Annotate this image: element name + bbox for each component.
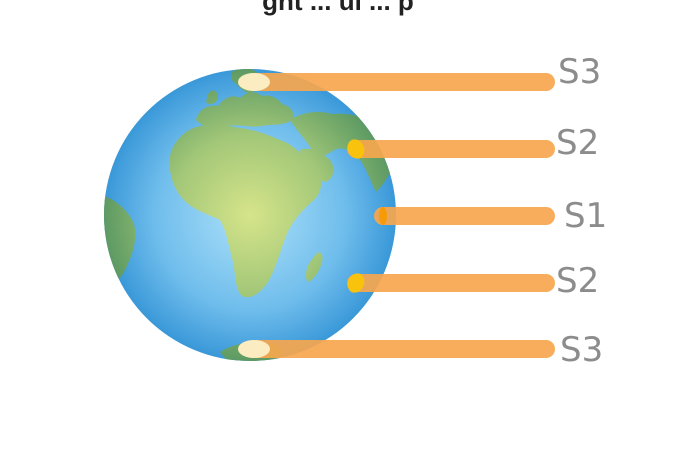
beam-contact-spot	[379, 207, 387, 225]
diagram-title: ght ... ul ... p	[262, 0, 414, 16]
beam-label-s3-top: S3	[558, 52, 601, 92]
beam-label-s3-bottom: S3	[560, 330, 603, 370]
beam-s2-lower	[347, 273, 555, 293]
africa-landmass	[169, 124, 322, 298]
beam-contact-spot	[238, 73, 270, 91]
earth-globe	[104, 69, 396, 361]
arabia-landmass	[300, 148, 334, 182]
beam-contact-spot	[347, 139, 365, 159]
beam-s3-top	[238, 73, 555, 91]
beam-label-s1: S1	[564, 196, 607, 236]
sun-beams	[238, 73, 555, 358]
beam-label-s2-upper: S2	[556, 123, 599, 163]
britain-landmass	[206, 90, 218, 105]
asia-landmass	[290, 112, 395, 192]
beam-s3-bottom	[238, 340, 555, 358]
beam-s1	[374, 207, 555, 225]
europe-landmass	[196, 92, 294, 128]
madagascar-landmass	[305, 252, 323, 282]
beam-labels: S3 S2 S1 S2 S3	[556, 52, 607, 370]
beam-contact-spot	[238, 340, 270, 358]
beam-label-s2-lower: S2	[556, 261, 599, 301]
beam-contact-spot	[347, 273, 365, 293]
beam-s2-upper	[347, 139, 555, 159]
